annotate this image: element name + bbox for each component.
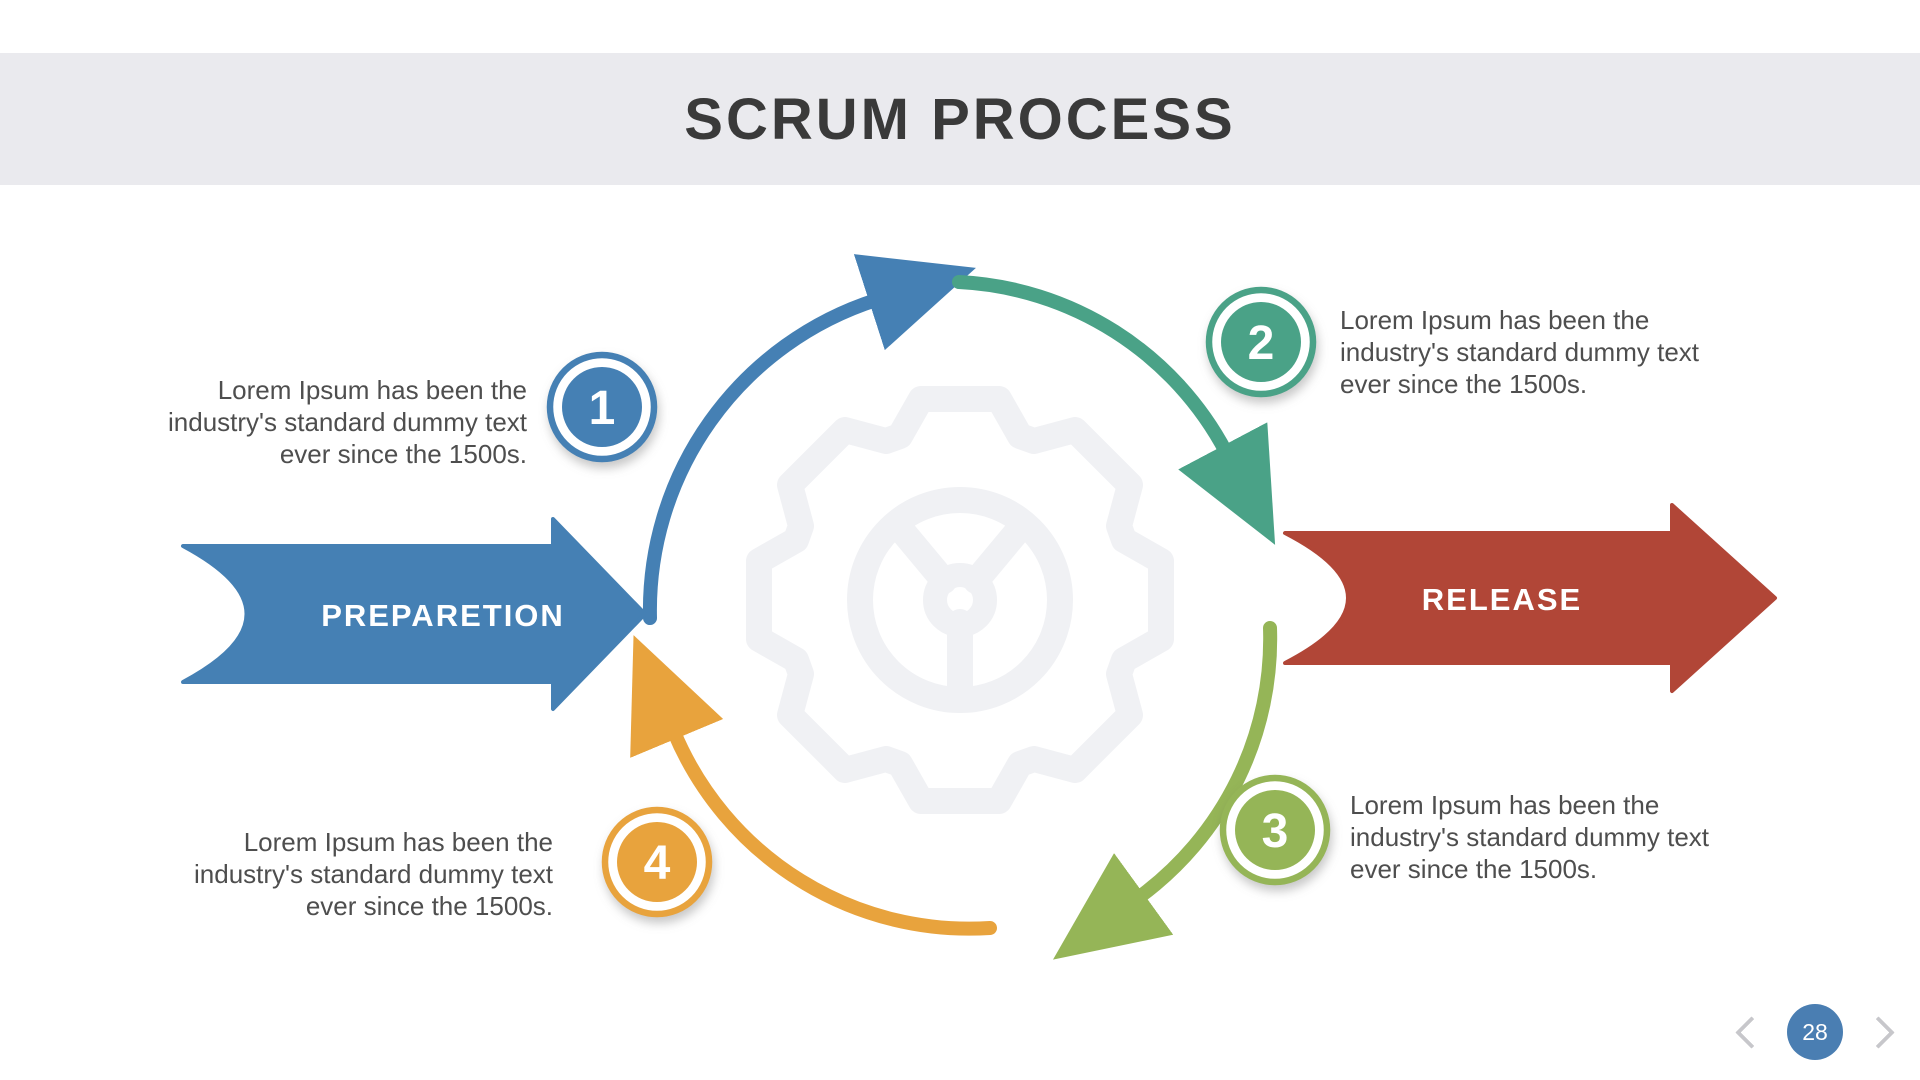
description-line: Lorem Ipsum has been the xyxy=(1340,305,1650,335)
step-3-badge: 3 xyxy=(1219,774,1331,886)
preparation-arrow xyxy=(181,517,647,711)
page-number-badge: 28 xyxy=(1787,1004,1843,1060)
top-white-strip xyxy=(0,0,1920,53)
step-2-number: 2 xyxy=(1248,317,1275,370)
description-line: ever since the 1500s. xyxy=(305,891,553,921)
step-2-badge: 2 xyxy=(1205,286,1317,398)
cycle-arc-4 xyxy=(630,635,997,936)
description-line: industry's standard dummy text xyxy=(1350,822,1709,852)
step-4-number: 4 xyxy=(644,837,671,890)
pagination: 28 xyxy=(1735,1004,1895,1060)
chevron-left-icon[interactable] xyxy=(1735,1015,1768,1049)
cycle-arc-2 xyxy=(952,275,1276,545)
step-1-description: Lorem Ipsum has been the industry's stan… xyxy=(147,374,527,470)
gear-icon xyxy=(746,386,1174,814)
description-line: ever since the 1500s. xyxy=(1350,854,1598,884)
page-number: 28 xyxy=(1802,1018,1828,1045)
chevron-right-icon[interactable] xyxy=(1862,1015,1895,1049)
step-1-number: 1 xyxy=(589,382,616,435)
description-line: industry's standard dummy text xyxy=(194,859,553,889)
description-line: Lorem Ipsum has been the xyxy=(243,827,553,857)
description-line: industry's standard dummy text xyxy=(1340,337,1699,367)
description-line: ever since the 1500s. xyxy=(1340,369,1588,399)
cycle-arc-1 xyxy=(642,254,976,625)
preparation-arrow-label: PREPARETION xyxy=(321,598,565,633)
step-3-number: 3 xyxy=(1262,805,1289,858)
description-line: Lorem Ipsum has been the xyxy=(1350,790,1660,820)
step-4-badge: 4 xyxy=(601,806,713,918)
cycle-arc-3 xyxy=(1053,621,1278,960)
step-2-description: Lorem Ipsum has been the industry's stan… xyxy=(1340,304,1760,400)
step-4-description: Lorem Ipsum has been the industry's stan… xyxy=(173,826,553,922)
description-line: ever since the 1500s. xyxy=(279,439,527,469)
step-3-description: Lorem Ipsum has been the industry's stan… xyxy=(1350,789,1770,885)
page-title: SCRUM PROCESS xyxy=(684,86,1236,152)
step-1-badge: 1 xyxy=(546,351,658,463)
release-arrow-label: RELEASE xyxy=(1422,582,1582,617)
description-line: Lorem Ipsum has been the xyxy=(217,375,527,405)
description-line: industry's standard dummy text xyxy=(168,407,527,437)
release-arrow xyxy=(1283,503,1777,693)
slide-header: SCRUM PROCESS xyxy=(0,53,1920,185)
